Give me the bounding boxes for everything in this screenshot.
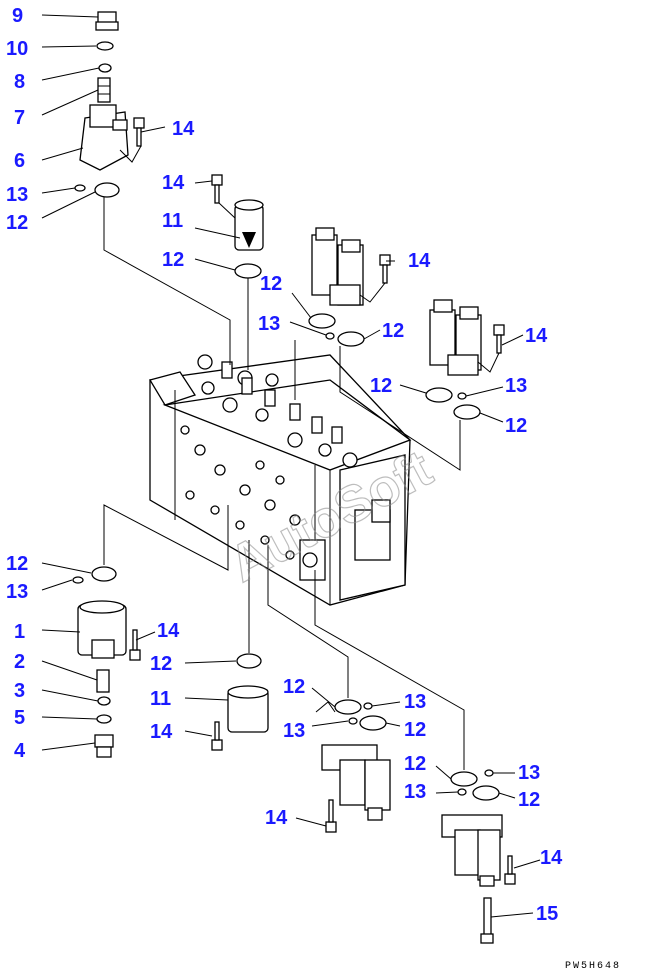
callout-12: 12 [6,553,28,575]
callout-1: 1 [14,621,25,643]
callout-13: 13 [283,720,305,742]
callout-14: 14 [150,721,173,743]
callout-5: 5 [14,707,25,729]
part-15-long-bolt [480,897,494,944]
main-valve-body [148,354,412,606]
solenoid-valve-low-mid [321,744,391,821]
solenoid-valve-upper-mid [311,227,364,306]
part-12-o-ring-low-mid-a [334,699,362,715]
callout-13: 13 [6,184,28,206]
part-12-o-ring-upper-mid-a [308,313,336,329]
part-14-bolt-11b [211,721,223,751]
part-14-bolt-top [133,117,145,147]
callout-12: 12 [150,653,172,675]
callout-11: 11 [162,210,183,232]
part-13-o-ring-low-right-a [484,769,494,777]
part-12-o-ring-11b [236,653,262,669]
callout-14: 14 [525,325,548,347]
part-12-o-ring-right-b [453,404,481,420]
part-12-o-ring-11a [234,263,262,279]
part-8-washer [98,63,112,73]
callout-labels: 9 10 8 7 6 13 12 14 14 11 12 14 12 13 12… [6,5,563,925]
callout-14: 14 [157,620,180,642]
callout-3: 3 [14,680,25,702]
part-13-o-ring-right [457,392,467,400]
callout-9: 9 [12,5,23,27]
callout-12: 12 [505,415,527,437]
callout-6: 6 [14,150,25,172]
callout-12: 12 [382,320,404,342]
part-12-o-ring-top [94,182,120,198]
callout-14: 14 [408,250,431,272]
part-12-o-ring-upper-mid-b [337,331,365,347]
callout-14: 14 [540,847,563,869]
callout-13: 13 [505,375,527,397]
part-14-bolt-low-right [504,855,516,885]
part-14-bolt-upper-mid [379,254,391,284]
leader-lines [41,14,541,918]
part-13-o-ring-top [74,184,86,192]
part-1-block [77,600,127,659]
part-14-bolt-low-left [129,629,141,661]
callout-14: 14 [265,807,288,829]
drawing-code: PW5H648 [565,961,621,972]
callout-11: 11 [150,688,171,710]
part-12-o-ring-low-mid-b [359,715,387,731]
callout-12: 12 [518,789,540,811]
part-14-bolt-right [493,324,505,354]
callout-2: 2 [14,651,25,673]
callout-8: 8 [14,71,25,93]
callout-13: 13 [404,781,426,803]
part-11-cap-top [234,199,264,251]
solenoid-valve-right [429,299,482,376]
part-5-o-ring [96,714,112,724]
part-9-plug [95,11,119,31]
part-2-spool [96,669,110,693]
callout-10: 10 [6,38,28,60]
part-7-spool [97,77,111,103]
callout-7: 7 [14,107,25,129]
callout-12: 12 [404,719,426,741]
callout-13: 13 [258,313,280,335]
part-13-o-ring-low-right-b [457,788,467,796]
callout-13: 13 [518,762,540,784]
part-14-bolt-11a [211,174,223,204]
callout-13: 13 [404,691,426,713]
part-13-o-ring-low-mid-b [348,717,358,725]
part-6-block [79,104,129,171]
part-11-cap-bottom [227,685,269,733]
callout-12: 12 [6,212,28,234]
part-12-o-ring-low-left [91,566,117,582]
part-12-o-ring-low-right-a [450,771,478,787]
callout-14: 14 [172,118,195,140]
callout-13: 13 [6,581,28,603]
part-14-bolt-low-mid [325,799,337,833]
part-13-o-ring-low-mid-a [363,702,373,710]
callout-12: 12 [283,676,305,698]
part-3-washer [97,696,111,706]
callout-14: 14 [162,172,185,194]
callout-15: 15 [536,903,558,925]
part-12-o-ring-right-a [425,387,453,403]
part-13-o-ring-low-left [72,576,84,584]
callout-12: 12 [162,249,184,271]
part-13-o-ring-upper-mid [325,332,335,340]
callout-12: 12 [404,753,426,775]
callout-4: 4 [14,740,26,762]
solenoid-valve-low-right [441,814,503,887]
callout-12: 12 [260,273,282,295]
part-12-o-ring-low-right-b [472,785,500,801]
part-10-o-ring [96,41,114,51]
part-4-plug [94,734,114,758]
callout-12: 12 [370,375,392,397]
